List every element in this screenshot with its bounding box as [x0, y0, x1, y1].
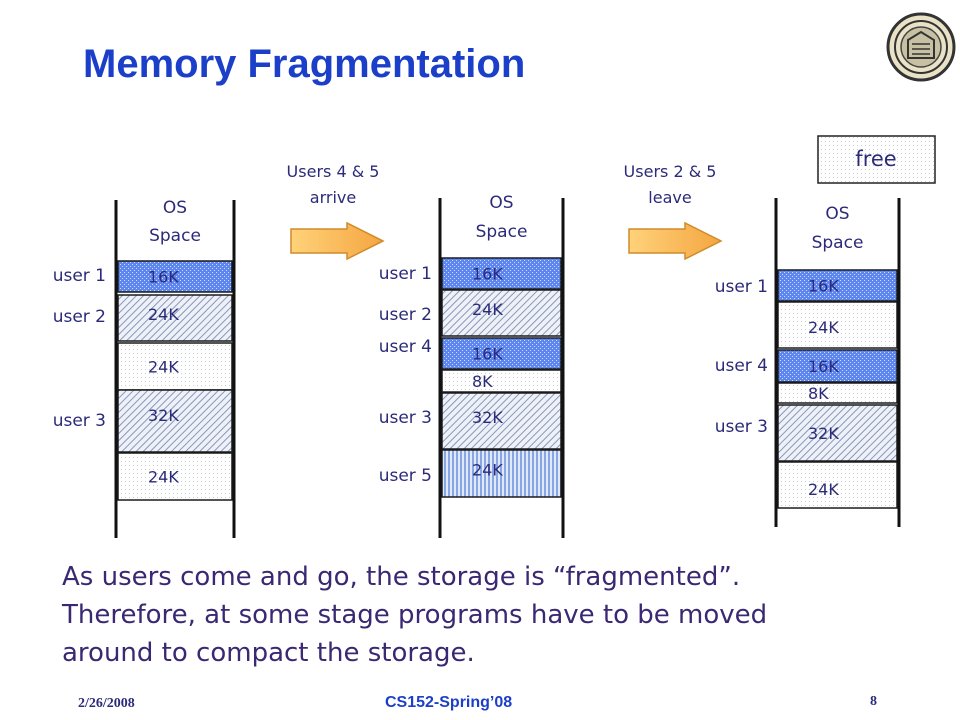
transition-caption: Users 2 & 5 [624, 162, 717, 181]
user-label: user 3 [715, 417, 768, 437]
memory-block: 24K [117, 342, 233, 391]
memory-block: 24K [777, 461, 898, 509]
user-label: user 1 [379, 264, 432, 284]
block-free-fill [441, 369, 562, 393]
block-size-label: 8K [472, 372, 493, 391]
memory-block: 24K user 2 [379, 289, 562, 337]
transition-caption: Users 4 & 5 [287, 162, 380, 181]
memory-column-3: OS Space 16K user 1 24K 16K user 4 8K 32K user 3 2… [715, 198, 901, 527]
block-free-fill [777, 461, 898, 509]
footer-page-number: 8 [870, 694, 877, 709]
block-hatch-fill [441, 289, 562, 337]
block-size-label: 16K [148, 268, 179, 287]
block-size-label: 16K [472, 265, 503, 284]
block-size-label: 24K [472, 461, 503, 480]
block-size-label: 24K [148, 305, 179, 324]
transition-2: Users 2 & 5 leave [624, 162, 723, 261]
block-hatch-fill [117, 294, 233, 342]
user-label: user 2 [53, 307, 106, 327]
memory-block: 32K user 3 [715, 404, 898, 462]
os-space-label: OS [163, 198, 187, 218]
legend-free: free [817, 135, 936, 184]
block-size-label: 8K [808, 384, 829, 403]
legend-free-swatch [817, 135, 936, 184]
memory-block: 24K [777, 301, 898, 349]
transition-caption: leave [648, 188, 691, 207]
user-label: user 1 [53, 266, 106, 286]
memory-block: 32K user 3 [53, 389, 233, 453]
block-dots-fill [441, 257, 562, 290]
memory-block: 24K user 2 [53, 294, 233, 342]
block-hatch-fill [117, 389, 233, 453]
memory-block: 24K user 5 [379, 449, 562, 498]
block-hatch-fill [777, 404, 898, 462]
block-size-label: 24K [148, 468, 179, 487]
explanation-text: As users come and go, the storage is “fr… [62, 558, 952, 672]
memory-block: 16K user 1 [715, 269, 898, 302]
block-size-label: 16K [808, 277, 839, 296]
memory-block: 24K [117, 452, 233, 501]
block-size-label: 32K [472, 408, 503, 427]
os-space-label: OS [489, 193, 513, 213]
block-size-label: 16K [808, 357, 839, 376]
transition-1: Users 4 & 5 arrive [287, 162, 385, 261]
block-vstripe-fill [441, 449, 562, 498]
memory-block: 16K user 4 [379, 337, 562, 370]
slide-title: Memory Fragmentation [83, 42, 526, 86]
legend-free-label: free [855, 147, 896, 171]
memory-block: 8K [777, 382, 898, 404]
os-space-label: Space [476, 222, 528, 242]
memory-column-1: OS Space 16K user 1 24K user 2 24K 32K user 3 24K [53, 198, 236, 538]
footer-course: CS152-Spring’08 [385, 694, 513, 711]
user-label: user 3 [379, 408, 432, 428]
memory-column-2: OS Space 16K user 1 24K user 2 16K user 4 8K 32K u… [379, 193, 565, 538]
block-size-label: 32K [148, 406, 179, 425]
user-label: user 4 [715, 356, 768, 376]
transition-caption: arrive [310, 188, 356, 207]
memory-block: 16K user 1 [379, 257, 562, 290]
right-arrow-icon [628, 221, 723, 261]
explanation-line-1: As users come and go, the storage is “fr… [62, 562, 741, 592]
block-size-label: 32K [808, 424, 839, 443]
explanation-line-3: around to compact the storage. [62, 638, 475, 668]
user-label: user 1 [715, 277, 768, 297]
block-free-fill [777, 382, 898, 404]
block-dots-fill [441, 337, 562, 370]
user-label: user 4 [379, 337, 432, 357]
block-size-label: 16K [472, 345, 503, 364]
memory-block: 8K [441, 369, 562, 393]
block-dots-fill [117, 260, 233, 293]
block-size-label: 24K [472, 300, 503, 319]
memory-block: 32K user 3 [379, 392, 562, 450]
block-free-fill [117, 452, 233, 501]
block-dots-fill [777, 269, 898, 302]
memory-block: 16K user 4 [715, 349, 898, 383]
block-size-label: 24K [808, 480, 839, 499]
user-label: user 2 [379, 305, 432, 325]
block-size-label: 24K [808, 318, 839, 337]
right-arrow-icon [290, 221, 385, 261]
os-space-label: OS [825, 204, 849, 224]
university-seal-icon [886, 12, 956, 82]
footer-date: 2/26/2008 [78, 696, 135, 711]
block-free-fill [117, 342, 233, 391]
os-space-label: Space [149, 226, 201, 246]
os-space-label: Space [812, 233, 864, 253]
memory-block: 16K user 1 [53, 260, 233, 293]
block-free-fill [777, 301, 898, 349]
explanation-line-2: Therefore, at some stage programs have t… [62, 600, 768, 630]
block-dots-fill [777, 349, 898, 383]
block-hatch-fill [441, 392, 562, 450]
user-label: user 3 [53, 411, 106, 431]
block-size-label: 24K [148, 358, 179, 377]
user-label: user 5 [379, 466, 432, 486]
